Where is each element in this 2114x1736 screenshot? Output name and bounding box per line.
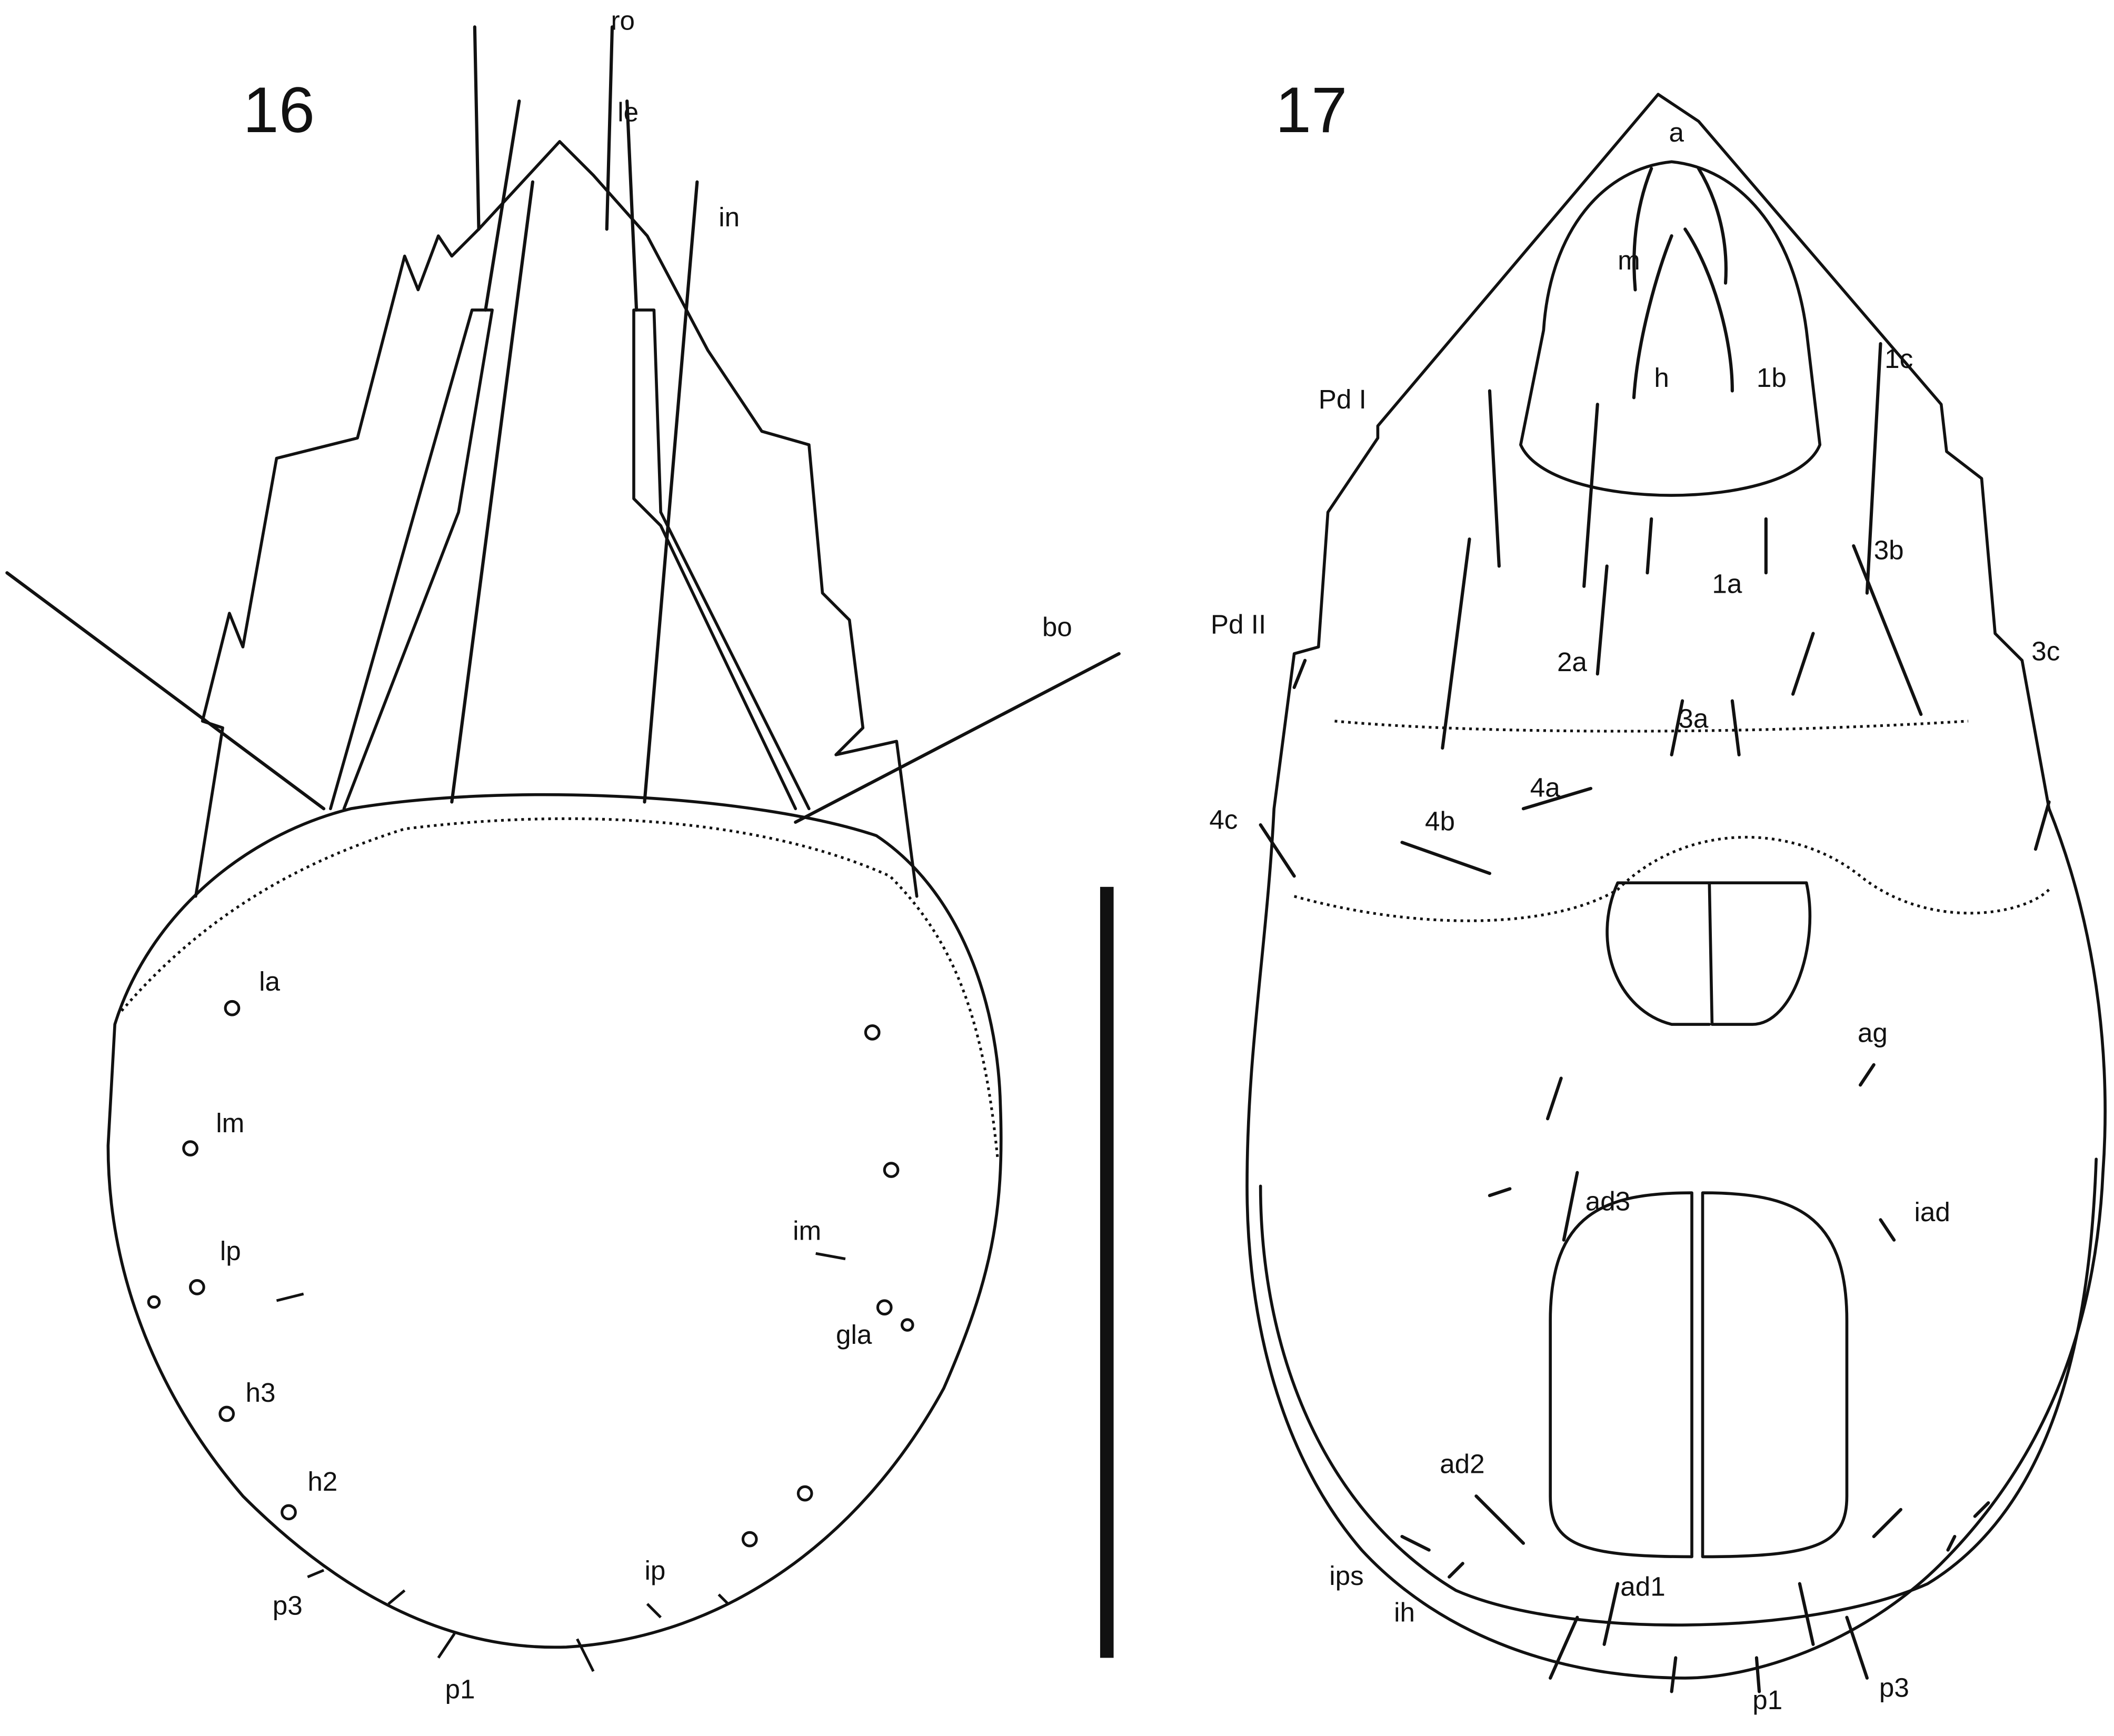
label-in: in	[719, 202, 740, 232]
label-3a: 3a	[1678, 704, 1708, 734]
label-ad1: ad1	[1620, 1572, 1665, 1602]
label-bo: bo	[1042, 612, 1072, 642]
label-la: la	[259, 966, 280, 996]
label-ad2: ad2	[1440, 1449, 1484, 1479]
prodorsum-outline	[194, 140, 919, 898]
label-4b: 4b	[1425, 806, 1455, 836]
label-gla: gla	[836, 1320, 872, 1350]
label-m: m	[1618, 245, 1640, 275]
notogastral-setae	[147, 1000, 914, 1672]
figure-number-17: 17	[1275, 74, 1348, 146]
label-ad3: ad3	[1586, 1186, 1630, 1216]
seta-bo-left	[5, 571, 326, 811]
lamella-left	[329, 308, 494, 811]
seta-ro-left	[473, 25, 481, 231]
label-pd-ii: Pd II	[1211, 609, 1266, 639]
seta-in-left	[450, 180, 535, 804]
seta-in-right	[643, 180, 699, 804]
label-4c: 4c	[1209, 805, 1238, 835]
label-h2: h2	[307, 1466, 337, 1496]
label-ag: ag	[1858, 1017, 1888, 1047]
ventral-setae	[1259, 166, 2051, 1693]
label-p1: p1	[445, 1674, 475, 1704]
label-ih: ih	[1394, 1597, 1415, 1627]
infracapitulum-outline	[1519, 160, 1822, 497]
scale-bar	[1100, 886, 1114, 1658]
anal-plates	[1549, 1191, 1849, 1559]
label-3b: 3b	[1874, 535, 1904, 565]
label-p3: p3	[273, 1591, 303, 1621]
label-lp: lp	[220, 1236, 241, 1266]
seta-bo-right	[794, 652, 1121, 824]
label-lm: lm	[216, 1108, 244, 1138]
seta-le-right	[625, 99, 639, 312]
label-iad: iad	[1914, 1197, 1950, 1227]
notogaster-outline	[106, 793, 1003, 1649]
sejugal-line	[1334, 720, 1969, 733]
label-pd-i: Pd I	[1319, 384, 1367, 414]
figure-17-ventral-view: 17 a m h 1b 1c Pd I 1a 3b Pd II 2a 3c 3a…	[1209, 74, 2107, 1715]
label-ips: ips	[1329, 1561, 1363, 1591]
ventral-body-outline	[1245, 93, 2107, 1680]
label-h3: h3	[246, 1378, 276, 1408]
seta-ro-right	[605, 25, 614, 231]
label-1a: 1a	[1712, 569, 1742, 599]
label-2a: 2a	[1557, 647, 1587, 677]
lamella-right	[632, 308, 811, 811]
label-h: h	[1654, 363, 1669, 393]
inner-margin-line	[1259, 1158, 2098, 1627]
podosomal-line	[1293, 835, 2050, 922]
label-1c: 1c	[1884, 344, 1913, 374]
label-le: le	[617, 97, 639, 127]
label-im: im	[793, 1216, 821, 1246]
figure-16-dorsal-view: 16 ro le in bo la lm lp im gla	[5, 5, 1121, 1704]
label-p3-ventral: p3	[1879, 1673, 1909, 1703]
figure-17-labels: a m h 1b 1c Pd I 1a 3b Pd II 2a 3c 3a 4a…	[1209, 117, 2060, 1715]
label-ip: ip	[644, 1555, 665, 1585]
label-3c: 3c	[2031, 636, 2060, 666]
notogaster-dorsosejugal-line	[121, 817, 999, 1160]
label-ro: ro	[611, 5, 635, 35]
label-p1-ventral: p1	[1752, 1685, 1782, 1715]
figure-16-labels: ro le in bo la lm lp im gla h3 h2 ip p3 …	[216, 5, 1072, 1704]
label-4a: 4a	[1530, 772, 1560, 802]
label-1b: 1b	[1757, 363, 1787, 393]
seta-le-left	[484, 99, 521, 312]
genital-plates	[1606, 881, 1812, 1026]
figure-number-16: 16	[243, 74, 315, 146]
label-a: a	[1669, 117, 1684, 147]
